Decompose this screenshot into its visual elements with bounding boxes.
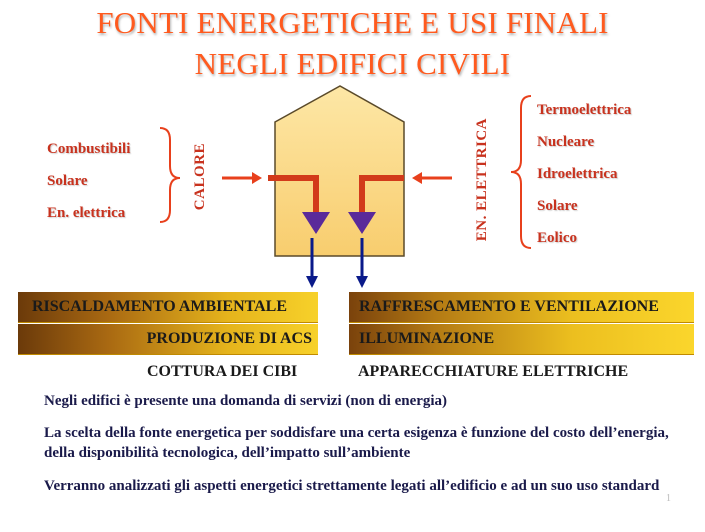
- heat-source-solare: Solare: [47, 173, 88, 189]
- electric-duct-arrowhead: [348, 212, 376, 234]
- electric-source-solare: Solare: [537, 198, 578, 214]
- heat-duct-arrowhead: [302, 212, 330, 234]
- electric-source-nucleare: Nucleare: [537, 134, 595, 150]
- use-apparecchiature: APPARECCHIATURE ELETTRICHE: [358, 363, 629, 380]
- energy-diagram: [159, 85, 532, 288]
- slide-title-line1: FONTI ENERGETICHE E USI FINALI: [96, 5, 609, 40]
- slide-title-line2: NEGLI EDIFICI CIVILI: [194, 46, 511, 81]
- use-riscaldamento: RISCALDAMENTO AMBIENTALE: [18, 292, 318, 323]
- heat-duct: [268, 175, 319, 214]
- electric-output-arrowhead: [356, 276, 368, 288]
- page-number: 1: [666, 493, 671, 504]
- electric-source-termoelettrica: Termoelettrica: [537, 102, 632, 118]
- right-brace: [510, 95, 532, 249]
- electric-input-arrowhead: [412, 172, 422, 184]
- use-illuminazione: ILLUMINAZIONE: [349, 324, 694, 355]
- electric-duct: [359, 175, 404, 214]
- use-produzione-acs: PRODUZIONE DI ACS: [18, 324, 318, 355]
- use-raffrescamento: RAFFRESCAMENTO E VENTILAZIONE: [349, 292, 694, 323]
- heat-source-combustibili: Combustibili: [47, 141, 131, 157]
- electric-source-idroelettrica: Idroelettrica: [537, 166, 618, 182]
- house-shape: [274, 85, 405, 257]
- heat-input-arrowhead: [252, 172, 262, 184]
- note-aspetti-energetici: Verranno analizzati gli aspetti energeti…: [44, 478, 660, 494]
- heat-output-arrowhead: [306, 276, 318, 288]
- use-cottura-cibi: COTTURA DEI CIBI: [147, 363, 298, 380]
- heat-source-en-elettrica: En. elettrica: [47, 205, 126, 221]
- note-scelta-fonte: La scelta della fonte energetica per sod…: [44, 425, 669, 461]
- note-domanda-servizi: Negli edifici è presente una domanda di …: [44, 393, 448, 409]
- electric-source-eolico: Eolico: [537, 230, 577, 246]
- left-brace: [159, 127, 181, 223]
